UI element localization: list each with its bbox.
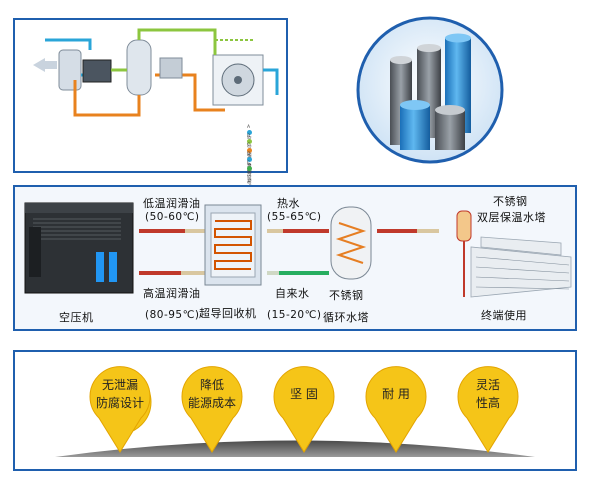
feature-text-4: 耐 用: [382, 387, 410, 401]
filter-cartridge: [435, 110, 465, 150]
cold-flow-arrow: [139, 271, 205, 275]
air-pipe: [45, 38, 92, 50]
hot-water-arrow: [267, 229, 329, 233]
supply-flow-arrow: [377, 229, 439, 233]
hot-water-range: (55-65℃): [267, 211, 322, 223]
filter-cartridges-image: [356, 16, 504, 164]
air-compressor-image: [24, 202, 134, 294]
feature-pin-5: [457, 366, 519, 453]
air-inlet-arrow: [33, 58, 57, 72]
circulation-tank-label: 循环水塔: [323, 311, 369, 324]
feature-text-5: 灵活性高: [475, 378, 500, 410]
hot-flow-arrow: [139, 229, 205, 233]
inlet-filter: [58, 49, 82, 91]
compressor-process-diagram: [33, 28, 279, 117]
feature-pin-4: [365, 366, 427, 453]
compressor-element: [82, 59, 112, 83]
high-temp-oil-label: 高温润滑油: [143, 287, 201, 300]
process-diagram-panel: A 空气 B 气油混合物 C 油 D 湿润空气 E 冷凝水: [13, 18, 288, 190]
heat-recovery-flow-panel: 空压机 低温润滑油 (50-60℃) 高温润滑油 (80-95℃) 超导回收机 …: [13, 185, 577, 331]
hot-water-label: 热水: [277, 197, 300, 210]
feature-pin-1: [89, 366, 151, 453]
end-use-label: 终端使用: [481, 309, 527, 322]
compressor-label: 空压机: [59, 311, 94, 324]
tap-water-range: (15-20℃): [267, 309, 322, 321]
feature-text-2: 降低能源成本: [187, 378, 236, 410]
feature-pin-2: [181, 366, 243, 453]
tank-material-label: 不锈钢: [329, 289, 364, 302]
low-temp-oil-label: 低温润滑油: [143, 197, 201, 210]
end-use-building-image: [456, 210, 572, 298]
feature-pin-3: [273, 366, 335, 453]
tap-water-label: 自来水: [275, 287, 310, 300]
recovery-unit-label: 超导回收机: [199, 307, 257, 320]
heat-recovery-unit-image: [204, 204, 262, 286]
end-tank-material-label: 不锈钢: [493, 195, 528, 208]
end-tank-label: 双层保温水塔: [477, 211, 546, 224]
feature-text-1: 无泄漏防腐设计: [95, 378, 144, 410]
low-temp-range: (50-60℃): [145, 211, 200, 223]
oil-line: [73, 80, 141, 117]
features-panel: 无泄漏防腐设计 降低能源成本 坚 固 耐 用 灵活性高: [13, 350, 577, 471]
separator-tank: [126, 39, 152, 96]
oil-filter: [159, 57, 183, 79]
circulation-tank-image: [330, 206, 372, 280]
high-temp-range: (80-95℃): [145, 309, 200, 321]
tap-water-arrow: [267, 271, 329, 275]
filter-cartridge: [400, 105, 430, 150]
feature-text-3: 坚 固: [290, 387, 318, 401]
ground-curve: [55, 440, 535, 457]
